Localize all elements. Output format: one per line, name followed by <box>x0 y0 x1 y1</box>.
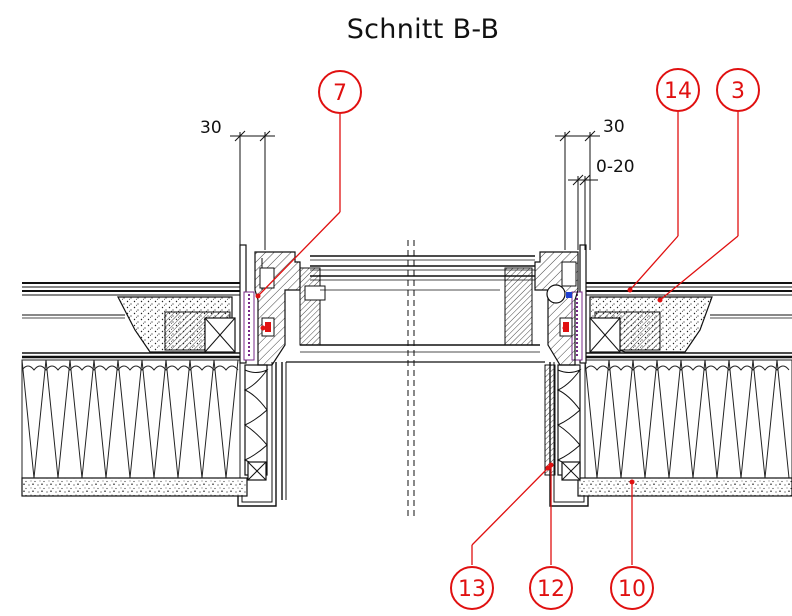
callout-14: 14 <box>656 68 700 112</box>
callout-10-label: 10 <box>618 577 646 602</box>
dimension-left <box>230 130 275 250</box>
callout-12-label: 12 <box>537 577 565 602</box>
dim-right-30: 30 <box>603 117 625 137</box>
dim-left-30: 30 <box>200 118 222 138</box>
roof-layers-left <box>22 282 245 319</box>
callout-3-label: 3 <box>731 79 745 104</box>
callout-leader-dots <box>255 287 663 485</box>
callout-7: 7 <box>318 70 362 114</box>
dim-right-0-20: 0-20 <box>596 157 635 177</box>
callout-13: 13 <box>450 566 494 610</box>
dimension-right <box>555 130 600 250</box>
callout-3: 3 <box>716 68 760 112</box>
insulation-left <box>21 359 241 479</box>
callout-leaders <box>257 112 739 565</box>
drawing-title: Schnitt B-B <box>346 14 500 45</box>
callout-13-label: 13 <box>458 577 486 602</box>
insulation-right <box>584 359 792 479</box>
roof-layers-right <box>585 282 792 319</box>
callout-14-label: 14 <box>664 79 692 104</box>
concrete-slab <box>21 477 792 497</box>
glass-panes <box>286 255 545 363</box>
frame-right <box>544 244 589 507</box>
frame-left <box>237 244 287 507</box>
callout-12: 12 <box>529 566 573 610</box>
callout-7-label: 7 <box>333 81 347 106</box>
window-profile-left <box>254 251 326 366</box>
slab-lines <box>22 352 792 359</box>
window-profile-right <box>504 251 579 366</box>
seal-wedge-right <box>589 296 713 353</box>
seal-wedge-left <box>117 296 236 353</box>
break-line <box>407 240 415 520</box>
callout-10: 10 <box>610 566 654 610</box>
